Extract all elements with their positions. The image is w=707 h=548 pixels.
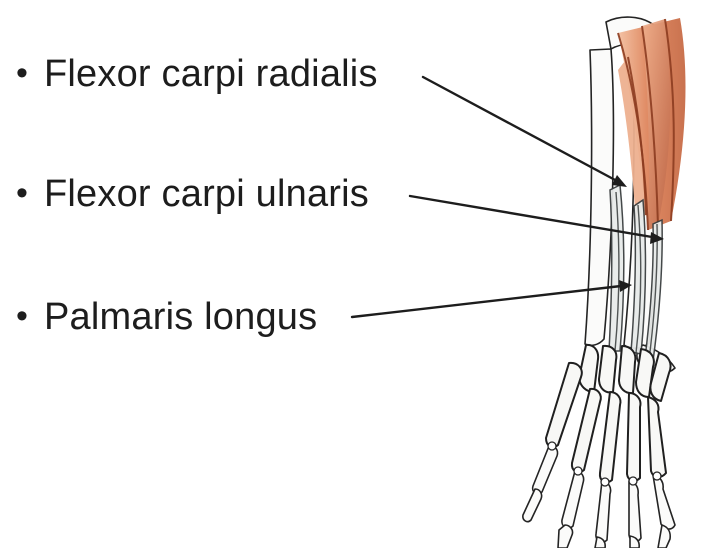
bullet-mark: •	[16, 56, 44, 90]
muscle-label-text: Palmaris longus	[44, 298, 317, 336]
label-flexor-carpi-radialis: • Flexor carpi radialis	[16, 50, 378, 98]
muscle-label-text: Flexor carpi radialis	[44, 55, 378, 93]
bullet-mark: •	[16, 299, 44, 333]
muscle-label-text: Flexor carpi ulnaris	[44, 175, 369, 213]
bullet-mark: •	[16, 176, 44, 210]
label-flexor-carpi-ulnaris: • Flexor carpi ulnaris	[16, 170, 369, 218]
label-palmaris-longus: • Palmaris longus	[16, 293, 317, 341]
